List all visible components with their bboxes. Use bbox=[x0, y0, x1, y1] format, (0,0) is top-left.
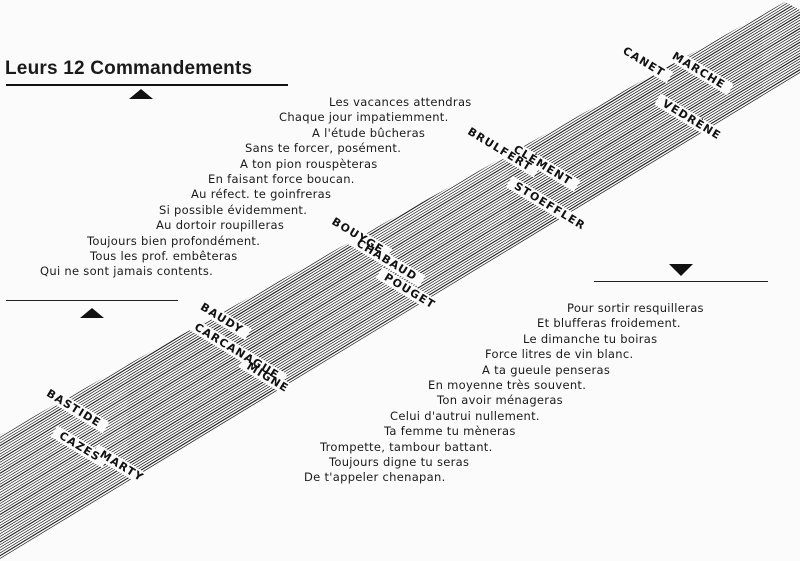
band-stripe bbox=[0, 2, 800, 481]
verse-line: A l'étude bûcheras bbox=[312, 126, 426, 140]
verse-line: Ton avoir ménageras bbox=[437, 393, 563, 407]
verse-line: A ta gueule penseras bbox=[482, 363, 611, 377]
verse-line: Si possible évidemment. bbox=[159, 203, 308, 217]
verse-line: Trompette, tambour battant. bbox=[320, 440, 493, 454]
band-stripe bbox=[0, 2, 800, 453]
band-stripe bbox=[0, 2, 800, 470]
verse-line: Et blufferas froidement. bbox=[537, 316, 681, 330]
band-stripe bbox=[0, 54, 800, 560]
verse-line: Tous les prof. embêteras bbox=[90, 249, 238, 263]
verse-line: Chaque jour impatiemment. bbox=[279, 110, 449, 124]
band-stripe bbox=[0, 2, 800, 514]
band-stripe bbox=[0, 2, 800, 500]
name-pad bbox=[505, 138, 581, 192]
band-stripe bbox=[0, 51, 800, 560]
band-stripe bbox=[0, 2, 800, 511]
student-name: CANET bbox=[620, 44, 667, 79]
name-pad bbox=[238, 356, 298, 399]
name-pad bbox=[38, 383, 110, 434]
triangle-down-icon bbox=[669, 264, 693, 276]
band-stripe bbox=[0, 57, 800, 560]
verse-line: En moyenne très souvent. bbox=[428, 378, 587, 392]
name-pad bbox=[663, 45, 734, 96]
verse-line: Toujours digne tu seras bbox=[329, 455, 470, 469]
verse-line: Les vacances attendras bbox=[329, 95, 472, 109]
verse-line: De t'appeler chenapan. bbox=[304, 470, 446, 484]
verse-line: Force litres de vin blanc. bbox=[485, 347, 634, 361]
verse-line: Pour sortir resquilleras bbox=[567, 301, 704, 315]
verse-line: Le dimanche tu boiras bbox=[523, 332, 658, 346]
band-stripe bbox=[0, 2, 800, 464]
verse-line: Toujours bien profondément. bbox=[87, 234, 261, 248]
verse-line: Au dortoir roupilleras bbox=[156, 218, 285, 232]
band-stripe bbox=[0, 59, 800, 560]
name-pad bbox=[348, 233, 426, 288]
name-pad bbox=[192, 296, 252, 340]
verse-line: Au réfect. te goinfreras bbox=[191, 187, 332, 201]
band-stripe bbox=[0, 2, 800, 494]
verse-line: Qui ne sont jamais contents. bbox=[40, 264, 214, 278]
left-divider bbox=[6, 300, 178, 301]
verse-line: A ton pion rouspèteras bbox=[240, 157, 378, 171]
verse-line: Celui d'autrui nullement. bbox=[390, 409, 540, 423]
name-pad bbox=[614, 40, 674, 84]
band-stripe bbox=[0, 2, 800, 508]
band-stripe bbox=[0, 2, 800, 503]
triangle-up-icon bbox=[80, 308, 104, 318]
name-pad bbox=[91, 444, 153, 488]
verse-line: Sans te forcer, posément. bbox=[245, 141, 402, 155]
band-stripe bbox=[0, 2, 800, 497]
name-pad bbox=[505, 175, 594, 237]
band-stripe bbox=[0, 4, 800, 516]
band-stripe bbox=[0, 2, 800, 486]
name-label-pads bbox=[38, 40, 734, 488]
band-stripe bbox=[0, 2, 800, 505]
band-stripe bbox=[0, 2, 800, 448]
name-pad bbox=[375, 266, 444, 316]
verse-line: Ta femme tu mèneras bbox=[384, 424, 516, 438]
verse-line: En faisant force boucan. bbox=[208, 172, 355, 186]
name-pad bbox=[654, 93, 730, 147]
right-divider bbox=[594, 281, 768, 282]
name-pad bbox=[50, 425, 109, 468]
title-underline bbox=[6, 84, 288, 86]
page-title: Leurs 12 Commandements bbox=[5, 58, 253, 79]
band-stripe bbox=[0, 48, 800, 560]
name-pad bbox=[459, 121, 541, 178]
triangle-up-icon bbox=[129, 89, 153, 99]
